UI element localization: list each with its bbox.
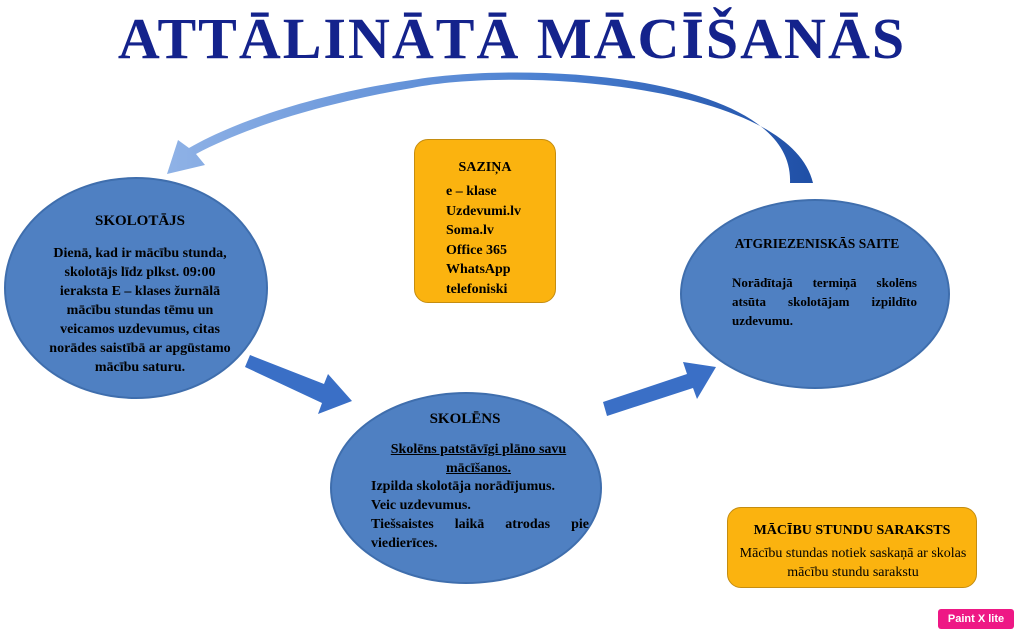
contact-box: SAZIŅA e – klase Uzdevumi.lv Soma.lv Off…: [414, 139, 556, 303]
feedback-circle: [680, 199, 950, 389]
student-task: Izpilda skolotāja norādījumus.: [371, 479, 555, 494]
arrow-student-to-feedback: [603, 362, 716, 416]
contact-item: telefoniski: [446, 281, 508, 297]
student-task: Tiešsaistes laikā atrodas pie viedierīce…: [371, 517, 589, 551]
paint-x-lite-badge[interactable]: Paint X lite: [938, 609, 1014, 629]
contact-item: WhatsApp: [446, 262, 511, 277]
student-heading: SKOLĒNS: [429, 411, 501, 427]
teacher-heading: SKOLOTĀJS: [94, 213, 186, 229]
student-circle: [330, 392, 602, 584]
contact-item: e – klase: [446, 184, 497, 199]
feedback-text: Norādītajā termiņā skolēns atsūta skolot…: [732, 275, 917, 328]
page-title: ATTĀLINĀTĀ MĀCĪŠANĀS: [117, 6, 907, 71]
arrow-teacher-to-student: [245, 355, 352, 414]
feedback-heading: ATGRIEZENISKĀS SAITE: [734, 236, 900, 251]
schedule-text: Mācību stundas notiek saskaņā ar skolas …: [739, 546, 967, 580]
curved-return-arrow: [167, 72, 813, 183]
schedule-box: MĀCĪBU STUNDU SARAKSTS Mācību stundas no…: [727, 507, 977, 588]
contact-heading: SAZIŅA: [458, 160, 512, 175]
contact-item: Soma.lv: [446, 223, 494, 238]
contact-item: Office 365: [446, 242, 508, 258]
contact-item: Uzdevumi.lv: [446, 203, 522, 219]
student-task: Veic uzdevumus.: [371, 498, 471, 513]
schedule-heading: MĀCĪBU STUNDU SARAKSTS: [753, 523, 951, 538]
teacher-circle: [4, 177, 268, 399]
student-subheading: Skolēns patstāvīgi plāno savu mācīšanos.: [390, 442, 567, 476]
contact-list: e – klase Uzdevumi.lv Soma.lv Office 365…: [446, 182, 521, 299]
teacher-text: Dienā, kad ir mācību stunda, skolotājs l…: [49, 246, 231, 375]
student-task-list: Izpilda skolotāja norādījumus. Veic uzde…: [371, 477, 589, 553]
